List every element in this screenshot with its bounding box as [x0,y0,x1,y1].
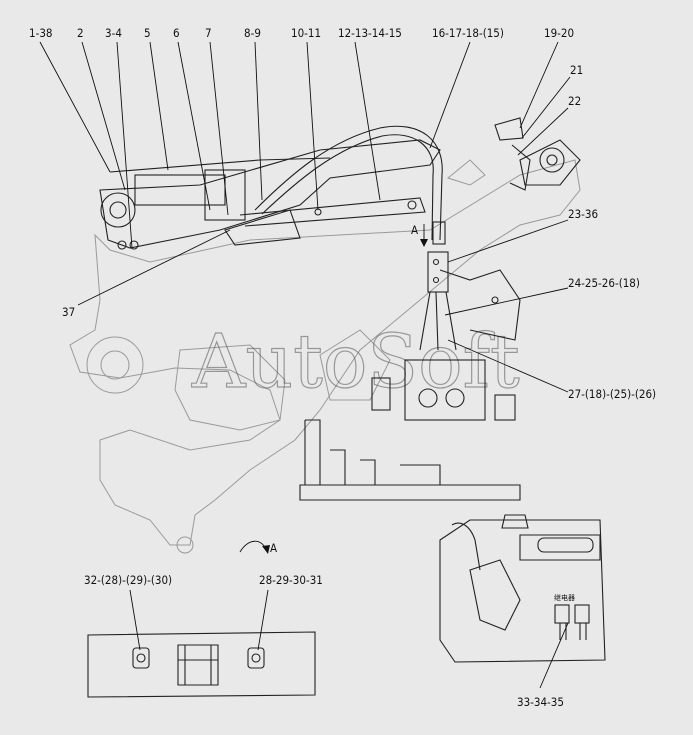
view-a-rotation-label: A [270,541,277,555]
callout-23-36: 23-36 [568,207,598,221]
base-frame [299,419,521,501]
view-a-label: A [411,223,418,237]
relay-label: 继电器 [554,593,575,602]
callout-8-9: 8-9 [244,26,261,40]
callout-10-11: 10-11 [291,26,321,40]
callout-7: 7 [205,26,212,40]
callout-24-25-26-18: 24-25-26-(18) [568,276,640,290]
callout-6: 6 [173,26,180,40]
callout-3-4: 3-4 [105,26,122,40]
callout-labels: 1-38 2 3-4 5 6 7 8-9 10-11 12-13-14-15 1… [29,26,656,709]
callout-16-17-18-15: 16-17-18-(15) [432,26,504,40]
operator-console [439,514,606,663]
callout-27-18-25-26: 27-(18)-(25)-(26) [568,387,656,401]
callout-32-28-29-30: 32-(28)-(29)-(30) [84,573,172,587]
lift-arm-assembly [99,117,581,250]
callout-2: 2 [77,26,84,40]
callout-21: 21 [570,63,583,77]
detail-view-a [87,631,316,698]
callout-37: 37 [62,305,75,319]
callout-12-13-14-15: 12-13-14-15 [338,26,402,40]
callout-22: 22 [568,94,581,108]
callout-1-38: 1-38 [29,26,52,40]
hydraulic-hose [254,125,446,245]
watermark-text: AutoSoft [191,319,520,405]
callout-33-34-35: 33-34-35 [517,695,564,709]
loader-frame-outline [69,159,581,554]
control-valve-assembly [371,251,521,421]
view-a-rotation-arrow: A [239,540,277,555]
callout-5: 5 [144,26,151,40]
callout-28-29-30-31: 28-29-30-31 [259,573,323,587]
view-a-indicator: A [411,223,428,247]
callout-19-20: 19-20 [544,26,574,40]
leader-lines [39,41,571,689]
